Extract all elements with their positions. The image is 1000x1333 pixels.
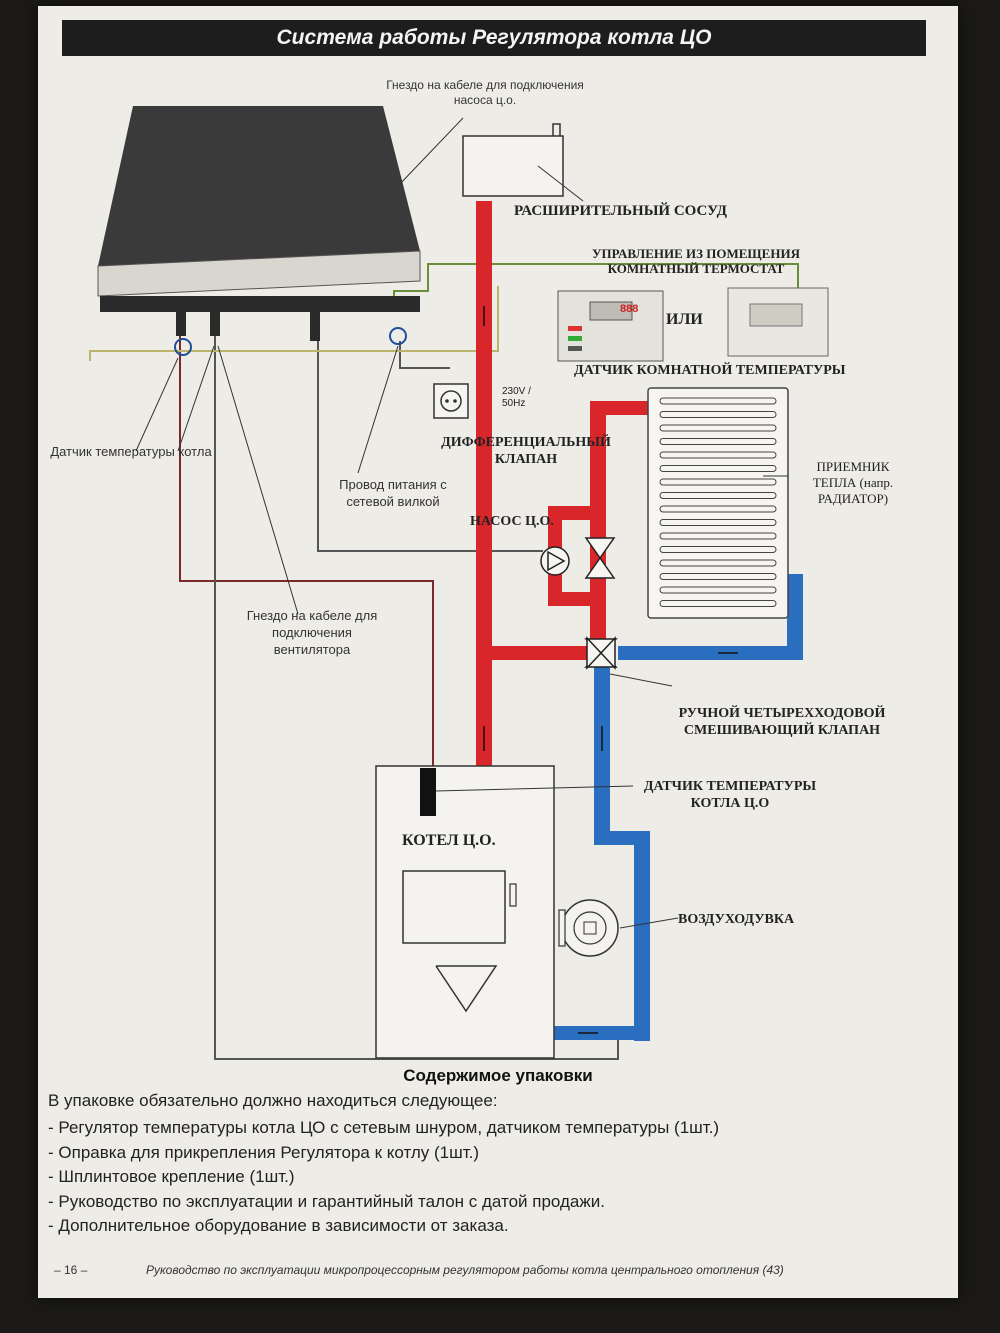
label-heat-receiver: ПРИЕМНИК ТЕПЛА (напр. РАДИАТОР)	[812, 459, 894, 506]
label-boiler-temp-sensor-co: ДАТЧИК ТЕМПЕРАТУРЫ КОТЛА Ц.О	[643, 779, 817, 811]
radiator-fin	[659, 411, 777, 418]
label-mixing-valve: РУЧНОЙ ЧЕТЫРЕХХОДОВОЙ СМЕШИВАЮЩИЙ КЛАПАН	[678, 706, 886, 738]
contents-title: Содержимое упаковки	[403, 1066, 593, 1085]
fan-cable	[214, 326, 619, 1060]
thermostat-device	[557, 290, 664, 362]
page-title: Система работы Регулятора котла ЦО	[62, 20, 926, 56]
list-item: - Руководство по эксплуатации и гарантий…	[48, 1191, 605, 1211]
label-differential-valve: ДИФФЕРЕНЦИАЛЬНЫЙ КЛАПАН	[441, 435, 611, 467]
front-cable	[89, 286, 499, 361]
label-room-temp-sensor: ДАТЧИК КОМНАТНОЙ ТЕМПЕРАТУРЫ	[574, 363, 846, 378]
label-power-cable: Провод питания с сетевой вилкой	[339, 477, 447, 509]
radiator-fin	[659, 532, 777, 540]
radiator	[647, 387, 789, 619]
pump-symbol	[540, 546, 570, 576]
flow-arrows	[483, 306, 738, 1034]
list-item: - Шплинтовое крепление (1шт.)	[48, 1167, 295, 1186]
radiator-fin	[659, 465, 777, 472]
label-pump: НАСОС Ц.О.	[470, 514, 554, 529]
radiator-fin	[659, 573, 777, 580]
leader-lines	[135, 117, 788, 929]
pump-power-cable	[317, 326, 543, 552]
radiator-fins	[659, 397, 777, 607]
label-room-control: УПРАВЛЕНИЕ ИЗ ПОМЕЩЕНИЯ КОМНАТНЫЙ ТЕРМОС…	[592, 246, 800, 276]
label-boiler: КОТЕЛ Ц.О.	[402, 832, 496, 849]
expansion-vessel-box	[462, 135, 564, 197]
radiator-fin	[659, 519, 777, 526]
radiator-fin	[659, 586, 777, 594]
contents-intro: В упаковке обязательно должно находиться…	[48, 1091, 498, 1110]
radiator-fin	[659, 600, 777, 607]
list-item: - Регулятор температуры котла ЦО с сетев…	[48, 1118, 720, 1137]
mixing-valve	[584, 636, 618, 670]
label-boiler-temp-sensor: Датчик температуры котла	[50, 444, 212, 459]
radiator-fin	[659, 451, 777, 459]
list-item: - Оправка для прикрепления Регулятора к …	[48, 1142, 480, 1162]
hot-pipe	[476, 201, 662, 771]
radiator-fin	[659, 546, 777, 553]
list-item: - Дополнительное оборудование в зависимо…	[48, 1216, 509, 1235]
radiator-fin	[659, 424, 777, 432]
label-blower: ВОЗДУХОДУВКА	[678, 912, 795, 927]
power-cable	[399, 341, 450, 369]
label-expansion-vessel: РАСШИРИТЕЛЬНЫЙ СОСУД	[514, 203, 727, 219]
thermostat-display-digits: 888	[620, 303, 639, 315]
room-sensor-device	[727, 287, 829, 357]
page-number: – 16 –	[54, 1263, 88, 1277]
radiator-fin	[659, 559, 777, 567]
radiator-fin	[659, 438, 777, 445]
controller-unit	[97, 106, 421, 356]
pump-cable	[393, 263, 799, 301]
differential-valve	[584, 537, 616, 579]
contents-list: - Регулятор температуры котла ЦО с сетев…	[48, 1116, 719, 1239]
radiator-fin	[659, 492, 777, 499]
radiator-fin	[659, 397, 777, 405]
blower-symbol	[558, 899, 619, 957]
cold-pipe	[553, 574, 803, 1041]
boiler	[375, 765, 555, 1059]
radiator-fin	[659, 478, 777, 486]
manual-page: Система работы Регулятора котла ЦО	[38, 6, 958, 1298]
heating-system-diagram	[89, 106, 829, 1060]
label-or: ИЛИ	[666, 311, 703, 328]
footer-text: Руководство по эксплуатации микропроцесс…	[146, 1263, 784, 1277]
radiator-fin	[659, 505, 777, 513]
wall-socket	[433, 383, 469, 419]
label-voltage: 230V / 50Hz	[502, 386, 531, 409]
sensor-cable	[179, 326, 434, 766]
label-fan-socket: Гнездо на кабеле для подключения вентиля…	[246, 608, 378, 657]
label-pump-socket: Гнездо на кабеле для подключения насоса …	[386, 78, 584, 107]
